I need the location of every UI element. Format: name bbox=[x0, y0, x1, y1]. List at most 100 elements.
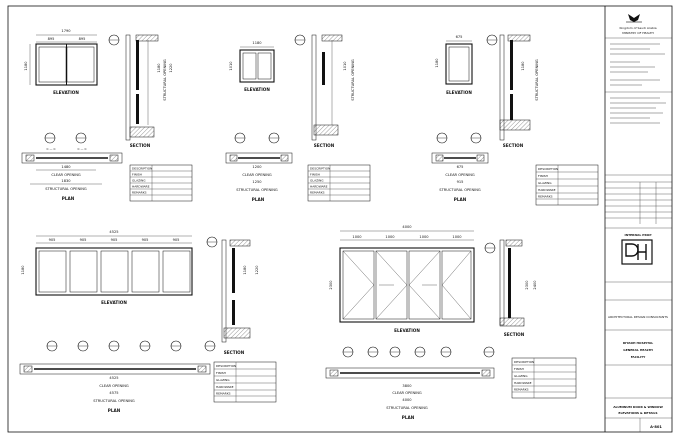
svg-text:1000: 1000 bbox=[385, 235, 395, 239]
svg-text:905: 905 bbox=[49, 238, 56, 242]
svg-text:STRUCTURAL OPENING: STRUCTURAL OPENING bbox=[439, 188, 481, 192]
svg-text:GLAZING: GLAZING bbox=[216, 378, 230, 382]
window-w4: 4525 905 905 905 905 905 1180 ELEVATION … bbox=[19, 230, 277, 413]
svg-text:CLEAR OPENING: CLEAR OPENING bbox=[99, 384, 129, 388]
svg-text:STRUCTURAL OPENING: STRUCTURAL OPENING bbox=[236, 188, 278, 192]
svg-text:DESCRIPTION: DESCRIPTION bbox=[132, 167, 152, 171]
svg-text:915: 915 bbox=[457, 180, 464, 184]
sheet-title-2: ELEVATIONS & DETAILS bbox=[618, 411, 657, 415]
w2-height: 1010 bbox=[229, 61, 233, 71]
svg-text:FINISH: FINISH bbox=[310, 173, 320, 177]
svg-text:HARDWARE: HARDWARE bbox=[132, 185, 150, 189]
window-w2: 1180 1010 ELEVATION 1010 STRUCTURAL OPEN… bbox=[225, 34, 371, 202]
svg-text:DESCRIPTION: DESCRIPTION bbox=[538, 167, 558, 171]
svg-text:GLAZING: GLAZING bbox=[310, 179, 324, 183]
svg-text:2400: 2400 bbox=[533, 280, 537, 290]
svg-text:INTERNAL PROP: INTERNAL PROP bbox=[624, 233, 652, 237]
svg-text:1000: 1000 bbox=[419, 235, 429, 239]
w2-width: 1180 bbox=[252, 41, 262, 45]
svg-text:1250: 1250 bbox=[252, 180, 262, 184]
svg-text:GLAZING: GLAZING bbox=[514, 374, 528, 378]
svg-text:2300: 2300 bbox=[525, 280, 529, 290]
svg-text:STRUCTURAL OPENING: STRUCTURAL OPENING bbox=[163, 59, 167, 101]
svg-text:1000: 1000 bbox=[352, 235, 362, 239]
w1-width: 1790 bbox=[61, 29, 71, 33]
svg-text:C — C: C — C bbox=[77, 147, 86, 151]
svg-text:HARDWARE: HARDWARE bbox=[216, 385, 234, 389]
svg-text:FINISH: FINISH bbox=[216, 371, 226, 375]
svg-text:DESCRIPTION: DESCRIPTION bbox=[216, 364, 236, 368]
svg-text:905: 905 bbox=[111, 238, 118, 242]
svg-text:REMARKS: REMARKS bbox=[132, 191, 147, 195]
svg-text:1200: 1200 bbox=[252, 165, 262, 169]
svg-text:REMARKS: REMARKS bbox=[310, 191, 325, 195]
svg-text:1180: 1180 bbox=[521, 61, 525, 71]
svg-text:2300: 2300 bbox=[329, 280, 333, 290]
svg-text:HARDWARE: HARDWARE bbox=[538, 188, 556, 192]
svg-text:PLAN: PLAN bbox=[252, 197, 265, 202]
svg-text:1220: 1220 bbox=[255, 265, 259, 275]
svg-text:GLAZING: GLAZING bbox=[538, 181, 552, 185]
svg-text:SECTION: SECTION bbox=[504, 332, 525, 337]
svg-text:ELEVATION: ELEVATION bbox=[446, 90, 472, 95]
project-line1: RIYADH HOSPITAL bbox=[623, 341, 653, 345]
svg-text:PLAN: PLAN bbox=[454, 197, 467, 202]
svg-text:3800: 3800 bbox=[402, 384, 412, 388]
svg-text:DESCRIPTION: DESCRIPTION bbox=[514, 360, 534, 364]
w1-section-label: SECTION bbox=[130, 143, 151, 148]
d1-width: 4000 bbox=[402, 225, 412, 229]
w1-elevation-label: ELEVATION bbox=[53, 90, 79, 95]
svg-text:SECTION: SECTION bbox=[503, 143, 524, 148]
svg-text:1180: 1180 bbox=[435, 58, 439, 68]
svg-text:HARDWARE: HARDWARE bbox=[514, 381, 532, 385]
project-line3: FACILITY bbox=[631, 355, 646, 359]
d1-schedule: DESCRIPTION FINISH GLAZING HARDWARE REMA… bbox=[511, 357, 577, 399]
svg-text:STRUCTURAL OPENING: STRUCTURAL OPENING bbox=[45, 187, 87, 191]
w1-left: 895 bbox=[48, 37, 55, 41]
svg-text:4000: 4000 bbox=[402, 398, 412, 402]
svg-text:CLEAR OPENING: CLEAR OPENING bbox=[242, 173, 272, 177]
svg-text:ELEVATION: ELEVATION bbox=[394, 328, 420, 333]
w4-width: 4525 bbox=[109, 230, 118, 234]
svg-text:905: 905 bbox=[80, 238, 87, 242]
w2-schedule: DESCRIPTION FINISH GLAZING HARDWARE REMA… bbox=[307, 164, 371, 202]
svg-text:HARDWARE: HARDWARE bbox=[310, 185, 328, 189]
sheet-border bbox=[7, 5, 673, 433]
svg-text:CLEAR OPENING: CLEAR OPENING bbox=[392, 391, 422, 395]
svg-text:ELEVATION: ELEVATION bbox=[101, 300, 127, 305]
svg-text:ELEVATION: ELEVATION bbox=[244, 87, 270, 92]
svg-text:4575: 4575 bbox=[109, 391, 118, 395]
w1-height: 1180 bbox=[24, 61, 28, 71]
svg-text:1010: 1010 bbox=[343, 61, 347, 71]
door-d1: 4000 1000 1000 1000 1000 2300 ELEVATION … bbox=[325, 225, 577, 420]
svg-text:FINISH: FINISH bbox=[538, 174, 548, 178]
svg-text:GLAZING: GLAZING bbox=[132, 179, 146, 183]
svg-text:STRUCTURAL OPENING: STRUCTURAL OPENING bbox=[535, 59, 539, 101]
svg-text:C — C: C — C bbox=[46, 147, 55, 151]
svg-text:STRUCTURAL OPENING: STRUCTURAL OPENING bbox=[386, 406, 428, 410]
svg-text:1830: 1830 bbox=[61, 179, 71, 183]
svg-text:STRUCTURAL OPENING: STRUCTURAL OPENING bbox=[93, 399, 135, 403]
title-block: Kingdom of Saudi Arabia MINISTRY OF HEAL… bbox=[605, 14, 672, 432]
svg-text:4525: 4525 bbox=[109, 376, 118, 380]
svg-text:REMARKS: REMARKS bbox=[216, 392, 231, 396]
svg-text:905: 905 bbox=[173, 238, 180, 242]
svg-text:FINISH: FINISH bbox=[514, 367, 524, 371]
w3-width: 675 bbox=[456, 35, 463, 39]
emblem-icon bbox=[626, 14, 642, 23]
project-line2: GENERAL HEALTH bbox=[623, 348, 653, 352]
svg-text:DESCRIPTION: DESCRIPTION bbox=[310, 167, 330, 171]
svg-text:1220: 1220 bbox=[169, 63, 173, 73]
window-w1: 1790 895 895 1180 ELEVATION STRUCTURAL O… bbox=[21, 29, 193, 202]
svg-text:PLAN: PLAN bbox=[108, 408, 121, 413]
svg-text:STRUCTURAL OPENING: STRUCTURAL OPENING bbox=[351, 59, 355, 101]
svg-text:905: 905 bbox=[142, 238, 149, 242]
svg-text:SECTION: SECTION bbox=[224, 350, 245, 355]
svg-text:FINISH: FINISH bbox=[132, 173, 142, 177]
svg-text:1180: 1180 bbox=[243, 265, 247, 275]
svg-text:SECTION: SECTION bbox=[314, 143, 335, 148]
w1-right: 895 bbox=[79, 37, 86, 41]
svg-text:REMARKS: REMARKS bbox=[538, 195, 553, 199]
svg-text:1180: 1180 bbox=[157, 63, 161, 73]
